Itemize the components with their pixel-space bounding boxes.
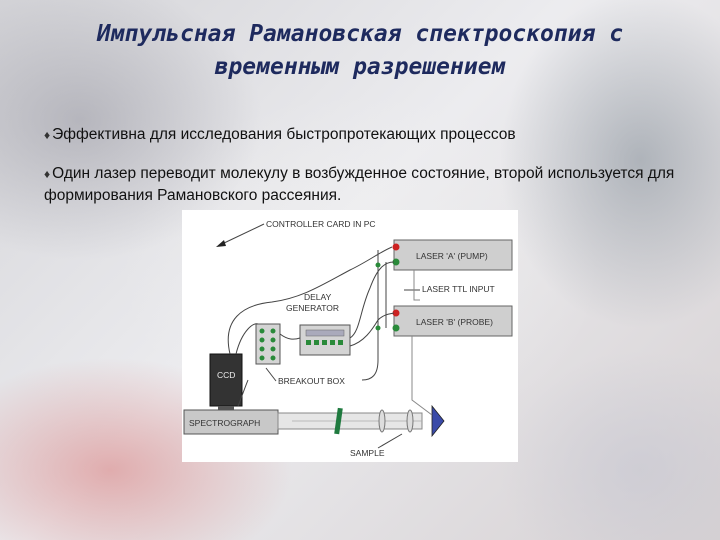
connector-icon bbox=[375, 262, 381, 268]
breakout-label: BREAKOUT BOX bbox=[278, 376, 345, 386]
spectrograph-label: SPECTROGRAPH bbox=[189, 418, 260, 428]
setup-schematic: LASER 'A' (PUMP) LASER 'B' (PROBE) CONTR… bbox=[183, 219, 513, 458]
laser-a-led-icon bbox=[392, 258, 400, 266]
breakout-connectors bbox=[259, 328, 276, 361]
bullet-text: Один лазер переводит молекулу в возбужде… bbox=[44, 165, 675, 204]
pump-beam bbox=[413, 270, 420, 301]
delay-label-line2: GENERATOR bbox=[286, 303, 339, 313]
controller-pointer bbox=[221, 223, 265, 245]
controller-card-label: CONTROLLER CARD IN PC bbox=[266, 219, 376, 229]
laser-b-led-icon bbox=[392, 309, 400, 317]
cables bbox=[227, 246, 395, 407]
bullet-item: ♦Один лазер переводит молекулу в возбужд… bbox=[44, 163, 684, 207]
bullet-text: Эффективна для исследования быстропротек… bbox=[52, 126, 516, 143]
connector-icon bbox=[375, 325, 381, 331]
breakout-pointer bbox=[265, 367, 277, 382]
breakout-box bbox=[255, 323, 281, 365]
delay-buttons bbox=[306, 340, 343, 345]
laser-b-box bbox=[393, 305, 513, 337]
bullet-item: ♦Эффективна для исследования быстропроте… bbox=[44, 124, 684, 146]
laser-a-led-icon bbox=[392, 243, 400, 251]
lens-icon bbox=[406, 409, 414, 433]
laser-a-label: LASER 'A' (PUMP) bbox=[416, 251, 488, 261]
laser-b-led-icon bbox=[392, 324, 400, 332]
diamond-bullet-icon: ♦ bbox=[44, 167, 51, 181]
laser-ttl-label: LASER TTL INPUT bbox=[422, 284, 495, 294]
probe-beam bbox=[411, 336, 433, 416]
sample-pointer bbox=[377, 433, 403, 449]
ccd-label: CCD bbox=[217, 370, 235, 380]
experimental-setup-diagram: LASER 'A' (PUMP) LASER 'B' (PROBE) CONTR… bbox=[182, 210, 518, 462]
sample-icon bbox=[431, 404, 445, 438]
ccd-mount bbox=[218, 406, 234, 410]
lens-icon bbox=[378, 409, 386, 433]
ccd-camera bbox=[209, 353, 243, 407]
delay-label-line1: DELAY bbox=[304, 292, 332, 302]
arrow-icon bbox=[216, 240, 226, 247]
filter-icon bbox=[334, 407, 343, 435]
delay-display bbox=[305, 329, 345, 337]
slide-title: Импульсная Рамановская спектроскопия с в… bbox=[96, 21, 624, 80]
laser-b-label: LASER 'B' (PROBE) bbox=[416, 317, 493, 327]
sample-label: SAMPLE bbox=[350, 448, 385, 458]
diamond-bullet-icon: ♦ bbox=[44, 128, 51, 142]
spectrograph-box bbox=[183, 409, 279, 435]
laser-a-box bbox=[393, 239, 513, 271]
